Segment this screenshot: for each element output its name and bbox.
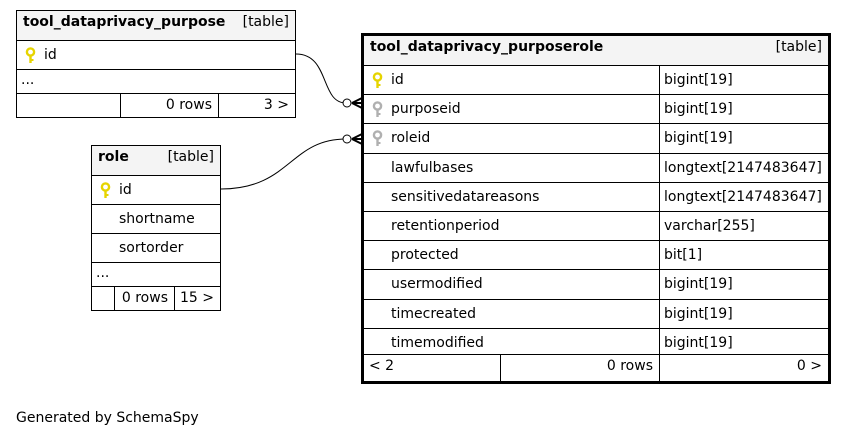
row-count: 0 rows xyxy=(120,94,218,118)
column-row-timecreated[interactable]: timecreated bigint[19] xyxy=(364,298,828,329)
edge-roleid-to-role-id xyxy=(220,138,347,190)
column-name: id xyxy=(119,182,132,198)
edge-roleid-optional-marker xyxy=(342,134,352,144)
primary-key-icon xyxy=(25,47,36,63)
edge-purposeid-to-purpose-id xyxy=(295,53,347,104)
column-name: retentionperiod xyxy=(391,218,500,234)
column-name: id xyxy=(44,47,57,63)
primary-key-icon xyxy=(100,182,111,198)
column-type: bigint[19] xyxy=(659,95,828,125)
column-type: varchar[255] xyxy=(659,212,828,241)
table-kind: [table] xyxy=(167,149,214,165)
column-row-retentionperiod[interactable]: retentionperiod varchar[255] xyxy=(364,211,828,241)
table-footer: 0 rows 3 > xyxy=(17,93,295,118)
column-row-id[interactable]: id bigint[19] xyxy=(364,65,828,95)
column-name: shortname xyxy=(119,211,195,227)
column-name: roleid xyxy=(391,130,431,147)
row-count: 0 rows xyxy=(500,355,659,381)
column-row-sensitivedatareasons[interactable]: sensitivedatareasons longtext[2147483647] xyxy=(364,181,828,212)
edge-purposeid-crowfoot xyxy=(351,97,363,109)
foreign-key-icon xyxy=(372,130,383,147)
more-columns: ... xyxy=(17,69,295,94)
column-type: bigint[19] xyxy=(659,299,828,329)
column-name: protected xyxy=(391,247,459,264)
table-header: role [table] xyxy=(92,146,220,176)
edge-roleid-crowfoot xyxy=(351,133,363,145)
column-row-id[interactable]: id xyxy=(92,175,220,205)
column-row-usermodified[interactable]: usermodified bigint[19] xyxy=(364,269,828,300)
parents-link[interactable]: < 2 xyxy=(369,358,395,374)
column-type: bigint[19] xyxy=(659,66,828,95)
column-row-lawfulbases[interactable]: lawfulbases longtext[2147483647] xyxy=(364,152,828,183)
column-row-roleid[interactable]: roleid bigint[19] xyxy=(364,123,828,154)
column-type: bigint[19] xyxy=(659,270,828,300)
column-name: lawfulbases xyxy=(391,159,474,176)
column-type: bit[1] xyxy=(659,241,828,271)
column-name: sensitivedatareasons xyxy=(391,188,540,205)
column-name: purposeid xyxy=(391,101,461,118)
table-role[interactable]: role [table] id shortname sortorder ... … xyxy=(91,145,221,311)
column-row-protected[interactable]: protected bit[1] xyxy=(364,240,828,271)
column-name: timemodified xyxy=(391,334,484,351)
primary-key-icon xyxy=(372,72,383,88)
row-count: 0 rows xyxy=(114,287,174,311)
table-name: role xyxy=(98,149,129,165)
table-header: tool_dataprivacy_purposerole [table] xyxy=(364,36,828,66)
column-row-sortorder[interactable]: sortorder xyxy=(92,233,220,263)
column-row-id[interactable]: id xyxy=(17,40,295,70)
column-type: longtext[2147483647] xyxy=(659,182,828,212)
column-row-shortname[interactable]: shortname xyxy=(92,204,220,234)
edge-purposeid-optional-marker xyxy=(342,98,352,108)
table-kind: [table] xyxy=(775,39,822,55)
table-name: tool_dataprivacy_purposerole xyxy=(370,39,604,55)
column-name: id xyxy=(391,72,404,88)
children-link[interactable]: 0 > xyxy=(659,355,828,381)
table-kind: [table] xyxy=(242,14,289,30)
column-name: sortorder xyxy=(119,240,184,256)
table-header: tool_dataprivacy_purpose [table] xyxy=(17,11,295,41)
children-link[interactable]: 3 > xyxy=(218,94,295,118)
column-type: bigint[19] xyxy=(659,328,828,358)
foreign-key-icon xyxy=(372,101,383,118)
table-tool-dataprivacy-purposerole[interactable]: tool_dataprivacy_purposerole [table] id b… xyxy=(361,33,831,384)
children-link[interactable]: 15 > xyxy=(174,287,220,311)
column-row-timemodified[interactable]: timemodified bigint[19] xyxy=(364,327,828,358)
table-tool-dataprivacy-purpose[interactable]: tool_dataprivacy_purpose [table] id ... … xyxy=(16,10,296,118)
column-type: bigint[19] xyxy=(659,124,828,154)
column-type: longtext[2147483647] xyxy=(659,153,828,183)
table-footer: 0 rows 15 > xyxy=(92,286,220,311)
table-footer: < 2 0 rows 0 > xyxy=(364,354,828,381)
more-columns: ... xyxy=(92,262,220,287)
column-row-purposeid[interactable]: purposeid bigint[19] xyxy=(364,94,828,125)
column-name: timecreated xyxy=(391,305,476,322)
generated-by-credit: Generated by SchemaSpy xyxy=(16,410,199,426)
table-name: tool_dataprivacy_purpose xyxy=(23,14,226,30)
column-name: usermodified xyxy=(391,276,483,293)
